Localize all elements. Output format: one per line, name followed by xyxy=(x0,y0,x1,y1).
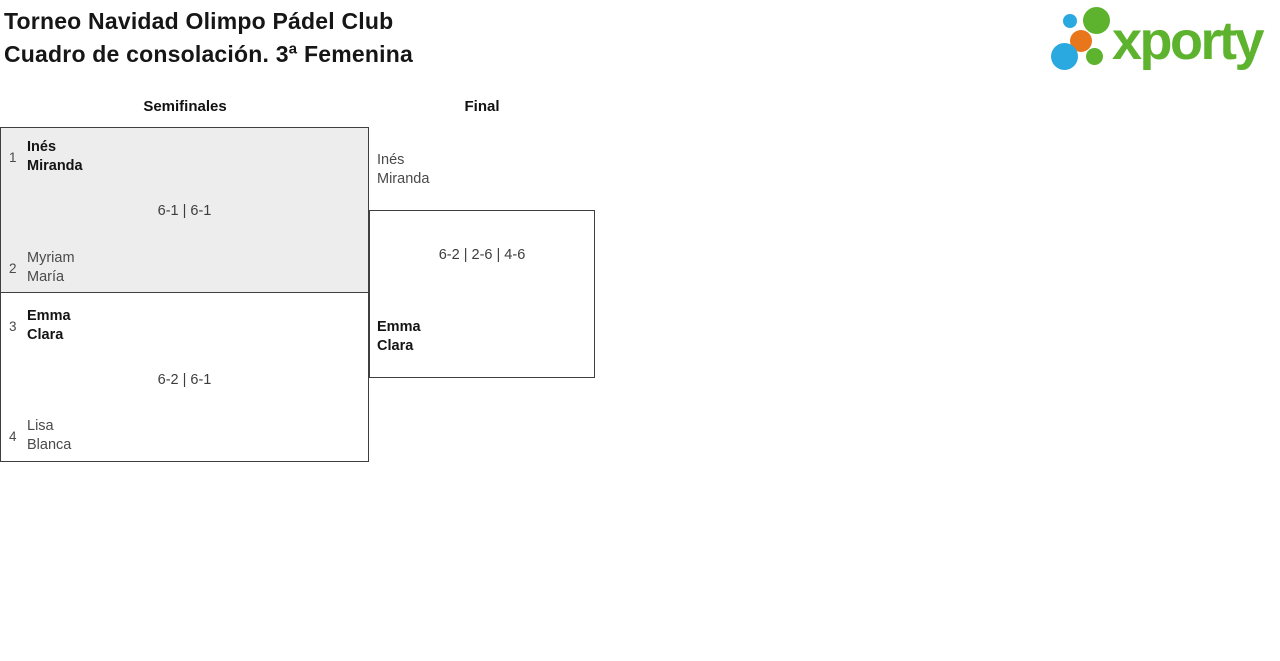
player-name: Miranda xyxy=(27,158,83,174)
seed-number: 1 xyxy=(9,149,17,165)
logo-dot-blue-small xyxy=(1063,14,1077,28)
player-name: Emma xyxy=(27,308,71,324)
team-players: Myriam María xyxy=(27,249,75,287)
team-row-seed-2: 2 Myriam María xyxy=(9,249,75,287)
seed-number: 2 xyxy=(9,260,17,276)
player-name: Myriam xyxy=(27,250,75,266)
player-name: María xyxy=(27,269,65,285)
match-score: 6-2 | 6-1 xyxy=(157,372,212,388)
finalist-team-1: Inés Miranda xyxy=(377,151,429,189)
tournament-name: Torneo Navidad Olimpo Pádel Club xyxy=(4,8,394,34)
player-name: Clara xyxy=(377,338,414,354)
bracket-subtitle: Cuadro de consolación. 3ª Femenina xyxy=(4,41,413,67)
match-semifinal-1: 1 Inés Miranda 6-1 | 6-1 2 Myriam María xyxy=(0,127,369,293)
xporty-logo-link[interactable]: xporty xyxy=(1048,0,1280,80)
team-row-seed-1: 1 Inés Miranda xyxy=(9,138,83,176)
final-score: 6-2 | 2-6 | 4-6 xyxy=(438,247,526,263)
player-name: Clara xyxy=(27,327,64,343)
xporty-dots-icon xyxy=(1050,4,1114,72)
logo-dot-blue-large xyxy=(1051,43,1078,70)
player-name: Inés xyxy=(377,152,405,168)
finalist-team-2: Emma Clara xyxy=(377,318,421,356)
seed-number: 3 xyxy=(9,318,17,334)
match-final: 6-2 | 2-6 | 4-6 xyxy=(369,210,595,378)
logo-dot-green-small xyxy=(1086,48,1103,65)
logo-dot-green-large xyxy=(1083,7,1110,34)
team-row-seed-4: 4 Lisa Blanca xyxy=(9,417,71,455)
player-name: Lisa xyxy=(27,418,54,434)
player-name: Inés xyxy=(27,139,57,155)
round-header-semifinals: Semifinales xyxy=(143,98,227,115)
team-players: Emma Clara xyxy=(27,307,71,345)
seed-number: 4 xyxy=(9,428,17,444)
team-row-seed-3: 3 Emma Clara xyxy=(9,307,71,345)
match-score: 6-1 | 6-1 xyxy=(157,203,212,219)
round-header-final: Final xyxy=(464,98,500,115)
player-name: Blanca xyxy=(27,437,72,453)
team-players: Inés Miranda xyxy=(27,138,83,176)
page-title: Torneo Navidad Olimpo Pádel Club Cuadro … xyxy=(4,5,413,71)
logo-dot-orange xyxy=(1070,30,1092,52)
player-name: Emma xyxy=(377,319,421,335)
xporty-logo-text: xporty xyxy=(1112,11,1265,71)
team-players: Lisa Blanca xyxy=(27,417,71,455)
match-semifinal-2: 3 Emma Clara 6-2 | 6-1 4 Lisa Blanca xyxy=(0,292,369,462)
player-name: Miranda xyxy=(377,171,430,187)
